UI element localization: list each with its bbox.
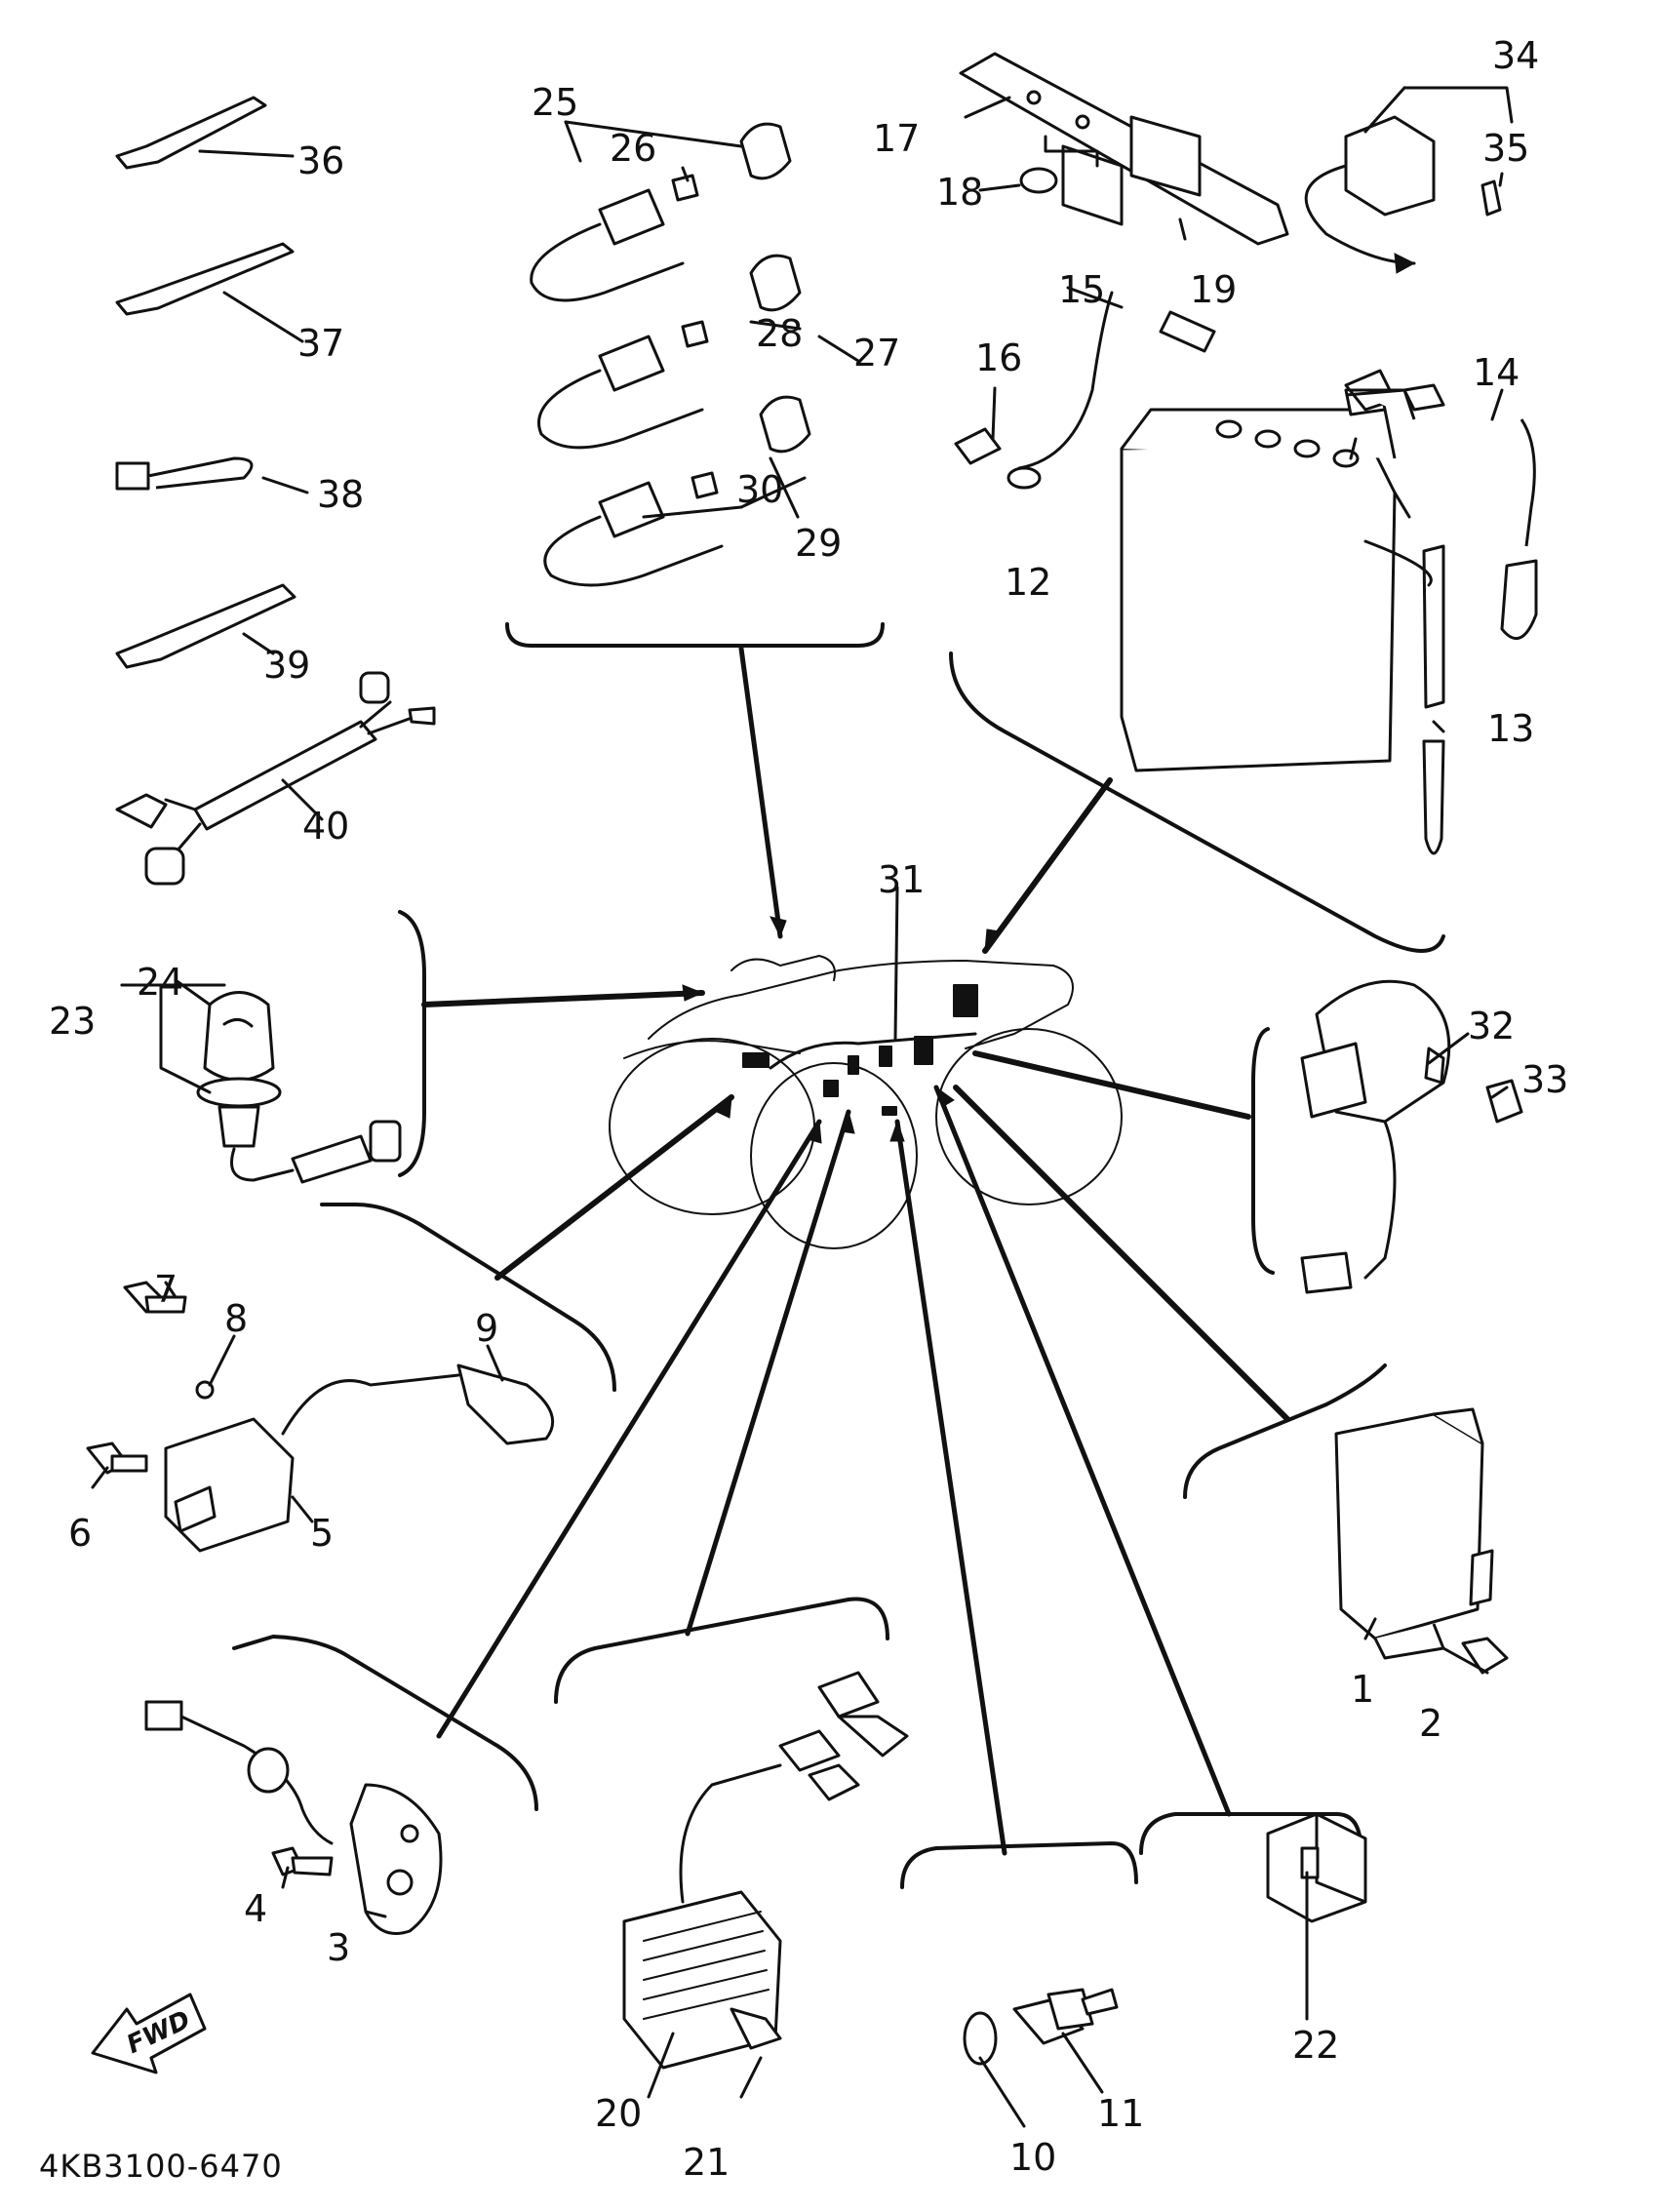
arrow-from-coil xyxy=(494,1094,734,1281)
vehicle-fender xyxy=(623,1040,801,1059)
vehicle-arrowheads xyxy=(682,916,1001,1144)
bracket-switch-group xyxy=(398,910,426,1177)
callout-27: 27 xyxy=(853,332,900,375)
callout-23: 23 xyxy=(49,1000,96,1043)
callout-25: 25 xyxy=(532,81,578,124)
reference-code: 4KB3100-6470 xyxy=(39,2148,283,2185)
rear-wheel-left xyxy=(750,1062,918,1249)
pickup-coil xyxy=(144,1700,443,1935)
rear-wheel-right xyxy=(935,1028,1123,1205)
callout-6: 6 xyxy=(68,1512,92,1555)
flasher-relay xyxy=(1266,1812,1367,1923)
callout-22: 22 xyxy=(1292,2024,1339,2067)
neutral-location xyxy=(882,1106,897,1116)
callout-12: 12 xyxy=(1005,561,1051,604)
callout-18: 18 xyxy=(936,171,983,214)
ignition-coil xyxy=(86,1281,555,1553)
arrow-from-neutral xyxy=(894,1119,1007,1856)
arrow-from-switch xyxy=(421,990,705,1007)
leader-lines xyxy=(91,86,1514,2128)
callout-4: 4 xyxy=(244,1887,267,1930)
callout-34: 34 xyxy=(1492,34,1539,77)
group-brackets xyxy=(232,622,1445,1889)
battery xyxy=(954,291,1538,855)
relay-location xyxy=(879,1046,892,1067)
callout-20: 20 xyxy=(595,2092,642,2135)
callout-37: 37 xyxy=(297,322,344,365)
callout-17: 17 xyxy=(873,117,920,160)
vehicle-outline xyxy=(609,955,1123,1249)
starter-relay xyxy=(1300,979,1523,1294)
callout-30: 30 xyxy=(736,468,783,511)
callout-21: 21 xyxy=(683,2141,730,2184)
neutral-switch xyxy=(963,1988,1119,2066)
callout-11: 11 xyxy=(1097,2092,1144,2135)
bracket-battery-group xyxy=(949,652,1445,953)
forward-direction-arrow: FWD xyxy=(91,1993,207,2074)
coil-location xyxy=(742,1052,770,1068)
cdi-location xyxy=(914,1036,933,1065)
arrow-from-rectifier xyxy=(685,1109,851,1637)
bracket-flasher-group xyxy=(1139,1812,1362,1855)
callout-40: 40 xyxy=(302,805,349,848)
bracket-relay-group xyxy=(1251,1027,1275,1275)
callout-26: 26 xyxy=(610,127,656,170)
callout-28: 28 xyxy=(756,312,803,355)
callout-9: 9 xyxy=(475,1307,498,1350)
callout-labels: 1 2 3 4 5 6 7 8 9 10 11 12 13 14 15 16 1… xyxy=(49,34,1568,2184)
callout-15: 15 xyxy=(1058,268,1105,311)
arrow-from-battery xyxy=(982,777,1113,954)
callout-24: 24 xyxy=(137,961,183,1004)
callout-39: 39 xyxy=(263,644,310,687)
arrow-from-cdi xyxy=(953,1085,1290,1422)
callout-31: 31 xyxy=(878,858,925,901)
callout-14: 14 xyxy=(1473,351,1520,394)
callout-35: 35 xyxy=(1482,127,1529,170)
front-wheel xyxy=(609,1038,815,1215)
callout-7: 7 xyxy=(154,1268,178,1311)
bracket-coil-group xyxy=(320,1203,616,1392)
callout-5: 5 xyxy=(310,1512,334,1555)
callout-2: 2 xyxy=(1419,1702,1442,1745)
callout-19: 19 xyxy=(1190,268,1237,311)
arrow-from-relay xyxy=(972,1050,1251,1120)
callout-8: 8 xyxy=(224,1297,248,1340)
callout-36: 36 xyxy=(297,139,344,182)
connector-lines xyxy=(421,646,1290,1856)
callout-32: 32 xyxy=(1468,1005,1515,1047)
callout-16: 16 xyxy=(975,336,1022,379)
callout-10: 10 xyxy=(1009,2136,1056,2179)
bracket-rectifier-group xyxy=(554,1597,889,1704)
battery-location xyxy=(953,984,978,1017)
pickup-location xyxy=(823,1080,839,1097)
cable-ties xyxy=(115,96,436,886)
vehicle-body xyxy=(648,960,1074,1049)
vehicle-handlebar xyxy=(730,955,836,981)
callout-3: 3 xyxy=(327,1926,350,1969)
cdi-unit xyxy=(1334,1407,1509,1675)
callout-33: 33 xyxy=(1521,1058,1568,1101)
bracket-pickup-group xyxy=(232,1635,538,1811)
arrow-from-leads xyxy=(738,646,783,939)
harness-center xyxy=(769,1032,977,1070)
main-switch xyxy=(196,991,402,1184)
arrow-from-flasher xyxy=(933,1085,1232,1817)
callout-29: 29 xyxy=(795,522,842,565)
bracket-cdi-group xyxy=(1183,1363,1387,1499)
spark-leads xyxy=(530,122,811,587)
bracket-neutral-group xyxy=(900,1841,1138,1889)
arrow-from-pickup xyxy=(436,1119,822,1739)
rectifier-location xyxy=(848,1055,859,1075)
battery-bracket xyxy=(959,52,1502,274)
rectifier-regulator xyxy=(622,1671,909,2070)
callout-1: 1 xyxy=(1351,1668,1374,1711)
callout-13: 13 xyxy=(1487,707,1534,750)
callout-38: 38 xyxy=(317,473,364,516)
bracket-leads-group xyxy=(505,622,885,648)
